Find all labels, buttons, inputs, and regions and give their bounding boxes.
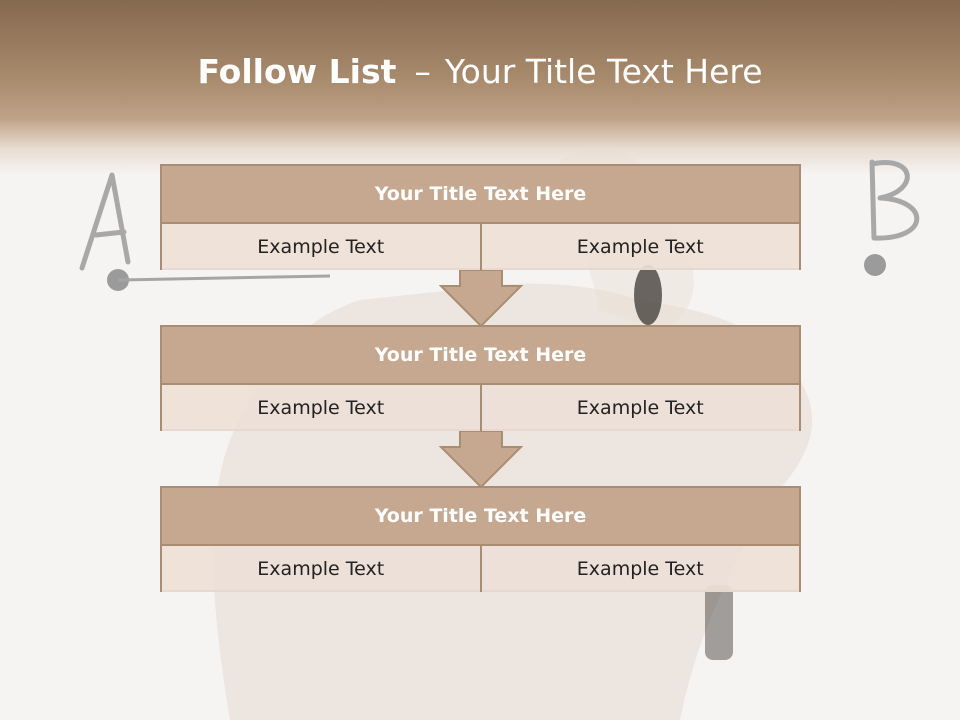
handwritten-a <box>79 172 131 271</box>
page-title: Follow List–Your Title Text Here <box>0 52 960 91</box>
pen-body <box>705 585 733 660</box>
header-band <box>0 0 960 175</box>
block-heading: Your Title Text Here <box>162 488 799 546</box>
block-cell-left: Example Text <box>162 546 480 592</box>
point-b-dot <box>864 254 886 276</box>
block-cell-left: Example Text <box>162 385 480 431</box>
block-cells: Example Text Example Text <box>162 224 799 270</box>
list-block-2: Your Title Text Here Example Text Exampl… <box>160 325 801 431</box>
block-heading: Your Title Text Here <box>162 166 799 224</box>
down-arrow-icon <box>439 431 523 489</box>
block-cells: Example Text Example Text <box>162 385 799 431</box>
line-a <box>117 274 331 282</box>
block-heading: Your Title Text Here <box>162 327 799 385</box>
block-cell-left: Example Text <box>162 224 480 270</box>
down-arrow-icon <box>439 270 523 328</box>
list-block-1: Your Title Text Here Example Text Exampl… <box>160 164 801 270</box>
page-title-dash: – <box>414 52 431 91</box>
page-title-rest: Your Title Text Here <box>444 52 763 91</box>
list-block-3: Your Title Text Here Example Text Exampl… <box>160 486 801 592</box>
block-cell-right: Example Text <box>479 385 799 431</box>
block-cell-right: Example Text <box>479 546 799 592</box>
block-cells: Example Text Example Text <box>162 546 799 592</box>
page-title-bold: Follow List <box>197 52 397 91</box>
block-cell-right: Example Text <box>479 224 799 270</box>
handwritten-b <box>869 159 920 241</box>
pen-tip <box>634 265 662 325</box>
